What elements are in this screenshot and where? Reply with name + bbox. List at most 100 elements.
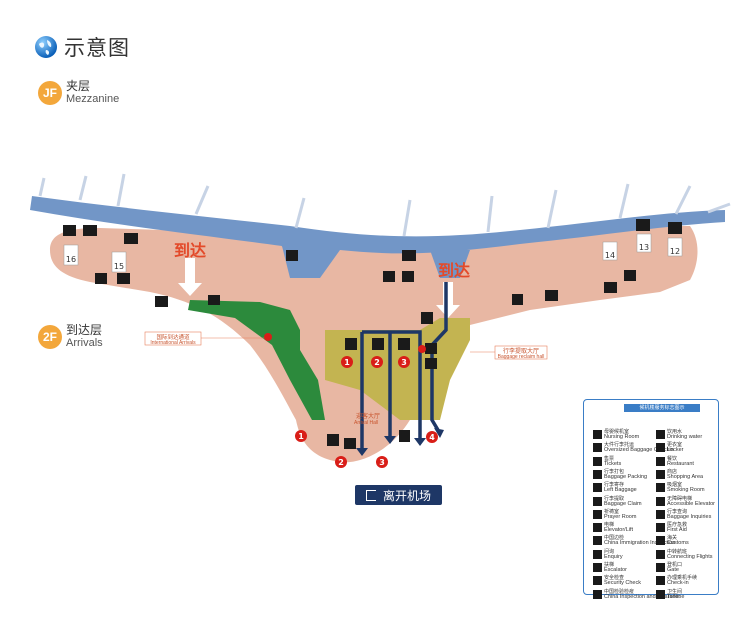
legend-symbol-icon [593, 430, 602, 439]
legend-title: 候机楼服务标志图示 [624, 404, 700, 412]
legend-item-cn: 中国边检 [604, 535, 625, 542]
legend-item-cn: 无障碍电梯 [667, 495, 693, 502]
intl-arrivals-label: 国际到达通道 [156, 333, 190, 341]
legend-item-cn: 祈祷室 [604, 508, 620, 515]
floor-badge-2f: 2F [38, 324, 62, 349]
page-title: 示意图 [64, 36, 130, 60]
intl-arrivals-corridor [188, 300, 325, 420]
legend-symbol-icon [656, 430, 665, 439]
baggage-icon [425, 358, 437, 369]
legend-item-en: Customs [667, 540, 689, 547]
legend-item-cn: 中国检验检疫 [604, 588, 635, 595]
legend-symbol-icon [656, 443, 665, 453]
elevator-icon [421, 312, 433, 324]
legend-item-cn: 医疗急救 [667, 522, 688, 529]
legend-item-en: Drinking water [667, 434, 703, 440]
legend-item-en: Prayer Room [604, 513, 637, 520]
legend-item-cn: 中转航班 [667, 548, 688, 555]
baggage-icon [604, 282, 617, 293]
escalator-icon [155, 296, 168, 307]
gate-number: 15 [114, 262, 124, 271]
svg-text:3: 3 [401, 358, 407, 367]
arrive-label-left: 到达 [174, 241, 206, 260]
toilet-icon [95, 273, 107, 284]
legend-symbol-icon [656, 469, 665, 479]
legend-item-en: Security Check [604, 580, 641, 587]
baggage-hall-label-en: Baggage reclaim hall [498, 354, 545, 360]
legend-item-en: Enquiry [604, 553, 623, 560]
mezzanine-corridor [30, 196, 725, 278]
legend-symbol-icon [656, 589, 665, 599]
legend-item-cn: 登机口 [667, 562, 683, 568]
legend-symbol-icon [593, 509, 602, 519]
legend-symbol-icon [593, 443, 602, 453]
svg-text:2: 2 [374, 358, 380, 367]
escalator-icon [545, 290, 558, 301]
car-icon [668, 222, 682, 234]
baggage-claim-icon [398, 338, 410, 350]
arrival-hall-label-en: Arrival Hall [354, 420, 378, 426]
svg-text:2: 2 [338, 458, 344, 467]
legend-item-cn: 办理乘机手续 [667, 575, 698, 582]
car-icon [83, 225, 97, 236]
legend-symbol-icon [593, 523, 602, 533]
legend-symbol-icon [656, 576, 665, 586]
legend-symbol-icon [593, 563, 602, 572]
facility-icons [63, 219, 682, 449]
escalator-icon [344, 438, 356, 449]
svg-text:1: 1 [344, 358, 350, 367]
legend-item-cn: 饮用水 [667, 429, 683, 435]
legend-item-cn: 大件行李托运 [604, 442, 635, 449]
legend-item-cn: 行李打包 [604, 468, 625, 475]
legend-item-cn: 扶梯 [604, 562, 615, 568]
gate-number: 14 [605, 251, 615, 260]
leave-airport-button[interactable]: 离开机场 [355, 485, 442, 505]
page-title-row: 示意图 [34, 34, 130, 60]
legend-symbol-icon [593, 496, 602, 506]
legend-item-cn: 海关 [667, 535, 678, 542]
escalator-icon [402, 271, 414, 282]
toilet-icon [624, 270, 636, 281]
legend-symbol-icon [593, 456, 602, 466]
jet-bridges [38, 173, 731, 237]
floor-label-arrivals: 2F 到达层 Arrivals [38, 323, 103, 350]
gate-number: 16 [66, 255, 76, 264]
legend-item-cn: 餐饮 [667, 455, 678, 462]
legend-item-cn: 行李提取 [604, 495, 625, 502]
gate-markers: 16 15 14 13 12 [63, 233, 683, 273]
toilet-icon [117, 273, 130, 284]
legend-symbol-icon [656, 483, 665, 493]
legend-symbol-icon [593, 576, 602, 586]
arrive-arrow-right [436, 282, 460, 318]
legend-item-cn: 安全检查 [604, 575, 625, 582]
legend-item-en: First Aid [667, 527, 687, 534]
svg-text:4: 4 [429, 433, 435, 442]
legend-item-en: Tickets [604, 460, 622, 467]
legend-item-en: Escalator [604, 567, 627, 573]
legend-item-en: Left Baggage [604, 487, 637, 494]
legend-symbol-icon [593, 483, 602, 493]
legend-item-cn: 电梯 [604, 522, 615, 529]
floor-badge-jf: JF [38, 80, 62, 105]
restaurant-icon [636, 219, 650, 231]
